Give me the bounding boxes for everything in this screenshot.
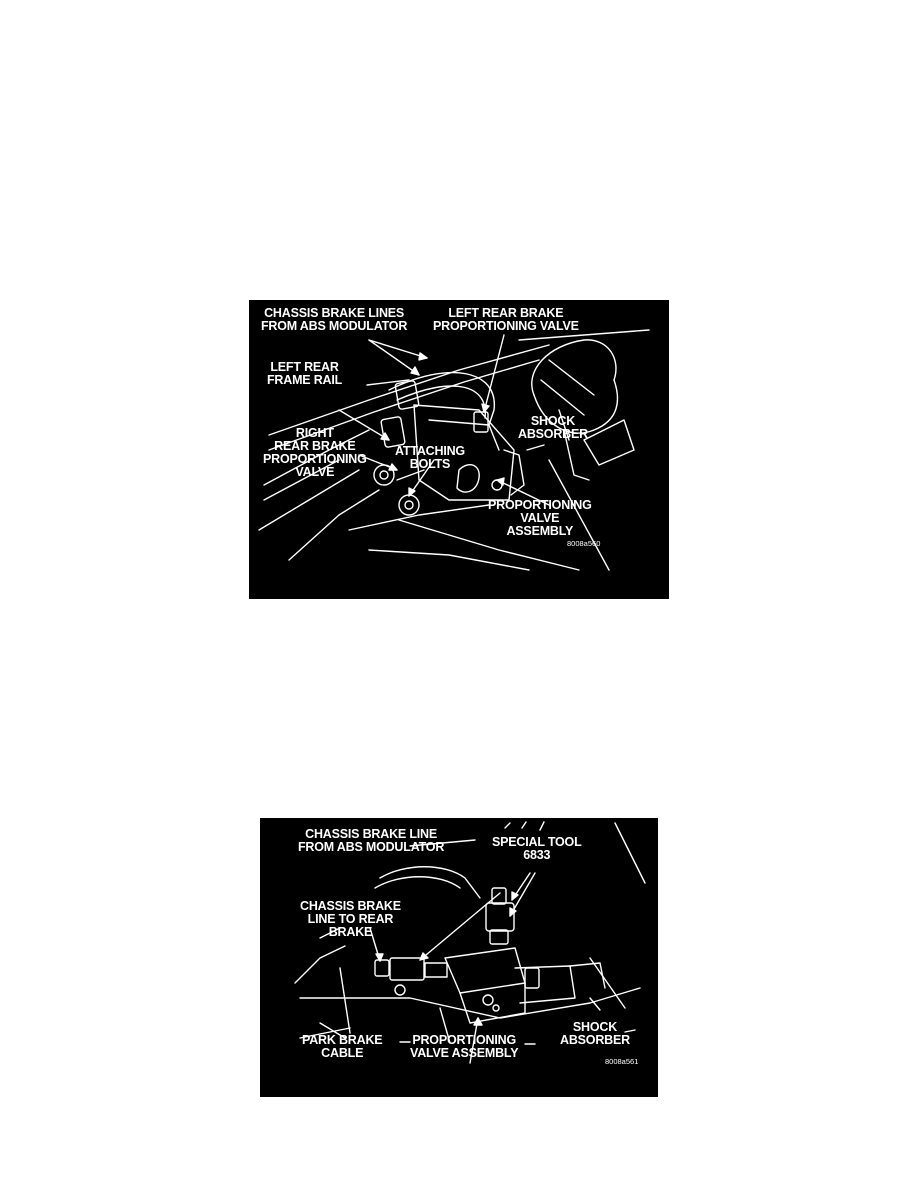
label-left-rear-frame-rail: LEFT REAR FRAME RAIL <box>267 360 343 387</box>
label-chassis-brake-line: CHASSIS BRAKE LINE FROM ABS MODULATOR <box>298 827 445 854</box>
label-left-rear-brake-valve: LEFT REAR BRAKE PROPORTIONING VALVE <box>433 306 579 333</box>
label-special-tool: SPECIAL TOOL 6833 <box>492 835 582 862</box>
figure-code: 8008a561 <box>605 1057 639 1066</box>
figure-1-line-art <box>258 329 650 571</box>
label-chassis-brake-line-to-rear: CHASSIS BRAKE LINE TO REAR BRAKE <box>300 899 401 939</box>
label-right-rear-brake-valve: RIGHT REAR BRAKE PROPORTIONING VALVE <box>263 426 367 479</box>
figure-proportioning-valve-location: CHASSIS BRAKE LINES FROM ABS MODULATOR L… <box>249 300 669 599</box>
label-attaching-bolts: ATTACHING BOLTS <box>395 444 465 471</box>
figure-code: 8008a560 <box>567 539 601 548</box>
label-shock-absorber: SHOCK ABSORBER <box>518 414 588 441</box>
label-proportioning-valve-assembly: PROPORTIONING VALVE ASSEMBLY <box>410 1033 519 1060</box>
label-shock-absorber: SHOCK ABSORBER <box>560 1020 630 1047</box>
label-proportioning-valve-assembly: PROPORTIONING VALVE ASSEMBLY <box>488 498 592 538</box>
figure-2-line-art <box>294 821 646 1064</box>
label-park-brake-cable: PARK BRAKE CABLE <box>302 1033 383 1060</box>
label-chassis-brake-lines: CHASSIS BRAKE LINES FROM ABS MODULATOR <box>261 306 408 333</box>
figure-special-tool-installation: CHASSIS BRAKE LINE FROM ABS MODULATOR SP… <box>260 818 658 1097</box>
